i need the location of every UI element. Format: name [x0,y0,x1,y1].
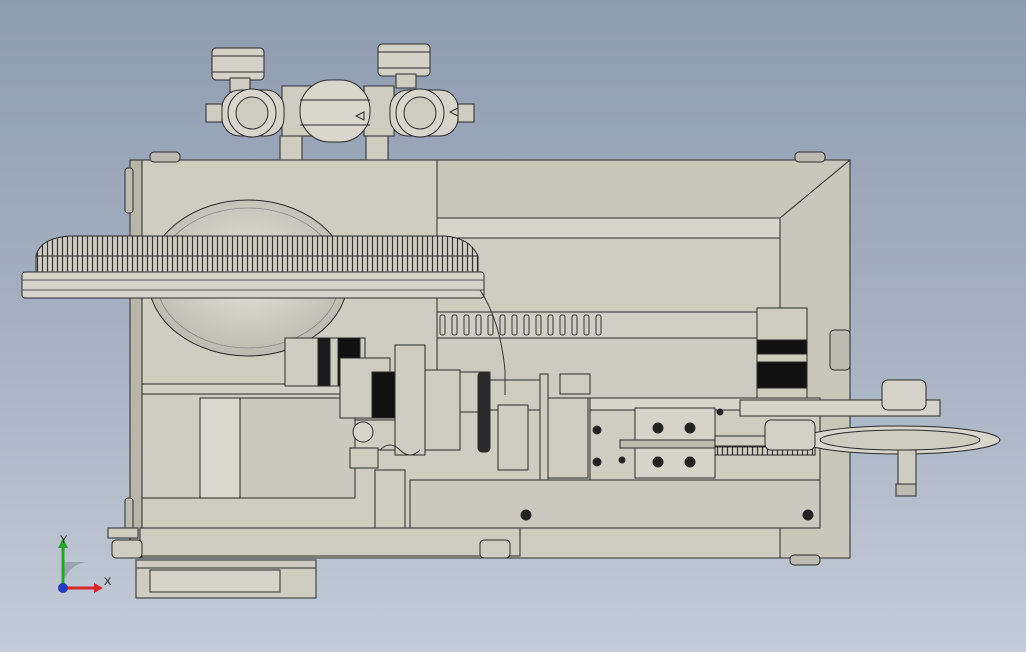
cable [479,289,506,395]
pneumatic-regulators [205,43,475,161]
cable-coil [379,444,421,456]
frame-rollers [124,151,851,566]
z-axis-dot [58,583,68,593]
finned-heater [21,235,485,299]
stepper-motor-left [284,337,413,419]
x-axis-label: X [104,576,112,588]
y-axis-label: Y [60,534,68,546]
belt-pulley-drive [714,379,1001,497]
stepper-motor-right [756,307,808,399]
coordinate-triad: Y X [58,534,112,593]
lower-bed [107,479,821,599]
